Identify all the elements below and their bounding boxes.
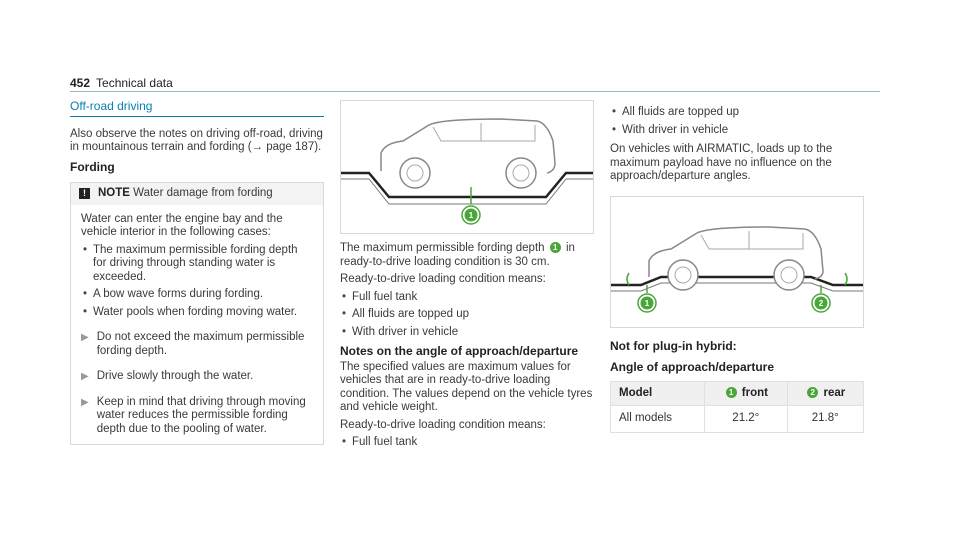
header-rule	[70, 91, 880, 92]
note-box: ! NOTE Water damage from fording Water c…	[70, 182, 324, 445]
note-label: NOTE	[98, 187, 130, 199]
action-step: ▶ Do not exceed the maximum permissible …	[81, 331, 313, 358]
action-step: ▶ Drive slowly through the water.	[81, 370, 313, 384]
angle-table: Model 1 front 2 rear All models 21.2° 21…	[609, 380, 865, 433]
angle-notes-heading: Notes on the angle of approach/departure	[340, 344, 579, 358]
table-header-row: Model 1 front 2 rear	[609, 380, 865, 406]
action-step: ▶ Keep in mind that driving through movi…	[81, 396, 313, 437]
table-row: All models 21.2° 21.8°	[609, 405, 865, 433]
col-model: Model	[609, 380, 706, 406]
note-lead: Water can enter the engine bay and the v…	[81, 212, 283, 239]
col-rear: 2 rear	[786, 380, 865, 406]
play-arrow-icon: ▶	[81, 396, 89, 408]
not-hybrid-heading: Not for plug-in hybrid:	[610, 338, 737, 353]
column-angles: All fluids are topped up With driver in …	[609, 100, 865, 433]
list-item: With driver in vehicle	[610, 124, 864, 138]
step-text: Do not exceed the maximum permissible fo…	[96, 331, 305, 357]
loading-lead-2: Ready-to-drive loading condition means:	[340, 418, 546, 431]
list-item: All fluids are topped up	[610, 106, 864, 120]
list-item: With driver in vehicle	[340, 326, 594, 340]
section-title: Technical data	[96, 76, 173, 90]
callout-2: 2	[819, 299, 824, 308]
note-title: Water damage from fording	[133, 187, 273, 199]
warning-icon: !	[79, 188, 90, 200]
callout-1-badge: 1	[549, 242, 561, 254]
fording-heading: Fording	[70, 159, 115, 174]
loading-list-cont: All fluids are topped up With driver in …	[610, 106, 864, 137]
step-text: Drive slowly through the water.	[96, 370, 254, 382]
angle-notes-text: The specified values are maximum values …	[340, 360, 593, 414]
cell-rear: 21.8°	[786, 405, 865, 433]
fording-depth-text: The maximum permissible fording depth 1 …	[340, 242, 575, 268]
page-number: 452	[70, 76, 91, 90]
list-item: All fluids are topped up	[340, 308, 594, 322]
callout-1: 1	[469, 211, 474, 220]
angle-table-heading: Angle of approach/departure	[610, 360, 775, 374]
page-header: 452 Technical data	[70, 76, 173, 90]
list-item: Full fuel tank	[340, 291, 594, 305]
callout-1: 1	[645, 299, 650, 308]
fording-depth-figure: 1	[340, 100, 594, 234]
loading-list: Full fuel tank All fluids are topped up …	[340, 291, 594, 340]
cell-front: 21.2°	[704, 405, 788, 433]
list-item: Full fuel tank	[340, 436, 594, 450]
loading-lead: Ready-to-drive loading condition means:	[340, 273, 546, 285]
note-header: ! NOTE Water damage from fording	[71, 183, 323, 205]
list-item: A bow wave forms during fording.	[81, 288, 313, 302]
note-body: Water can enter the engine bay and the v…	[71, 205, 323, 445]
section-heading: Off-road driving	[70, 99, 324, 117]
approach-departure-figure: 1 2	[610, 195, 864, 328]
step-text: Keep in mind that driving through moving…	[96, 395, 306, 435]
play-arrow-icon: ▶	[81, 332, 89, 343]
loading-list-2: Full fuel tank	[340, 436, 594, 450]
intro-text: Also observe the notes on driving off-ro…	[70, 127, 323, 154]
column-fording-depth: 1 The maximum permissible fording depth …	[340, 100, 594, 456]
cell-model: All models	[609, 405, 706, 433]
list-item: The maximum permissible fording depth fo…	[81, 244, 313, 285]
airmatic-text: On vehicles with AIRMATIC, loads up to t…	[610, 143, 833, 182]
column-off-road: Off-road driving Also observe the notes …	[70, 99, 324, 445]
note-list: The maximum permissible fording depth fo…	[81, 244, 313, 320]
list-item: Water pools when fording moving water.	[81, 306, 313, 320]
col-front: 1 front	[704, 380, 788, 406]
play-arrow-icon: ▶	[81, 371, 89, 382]
